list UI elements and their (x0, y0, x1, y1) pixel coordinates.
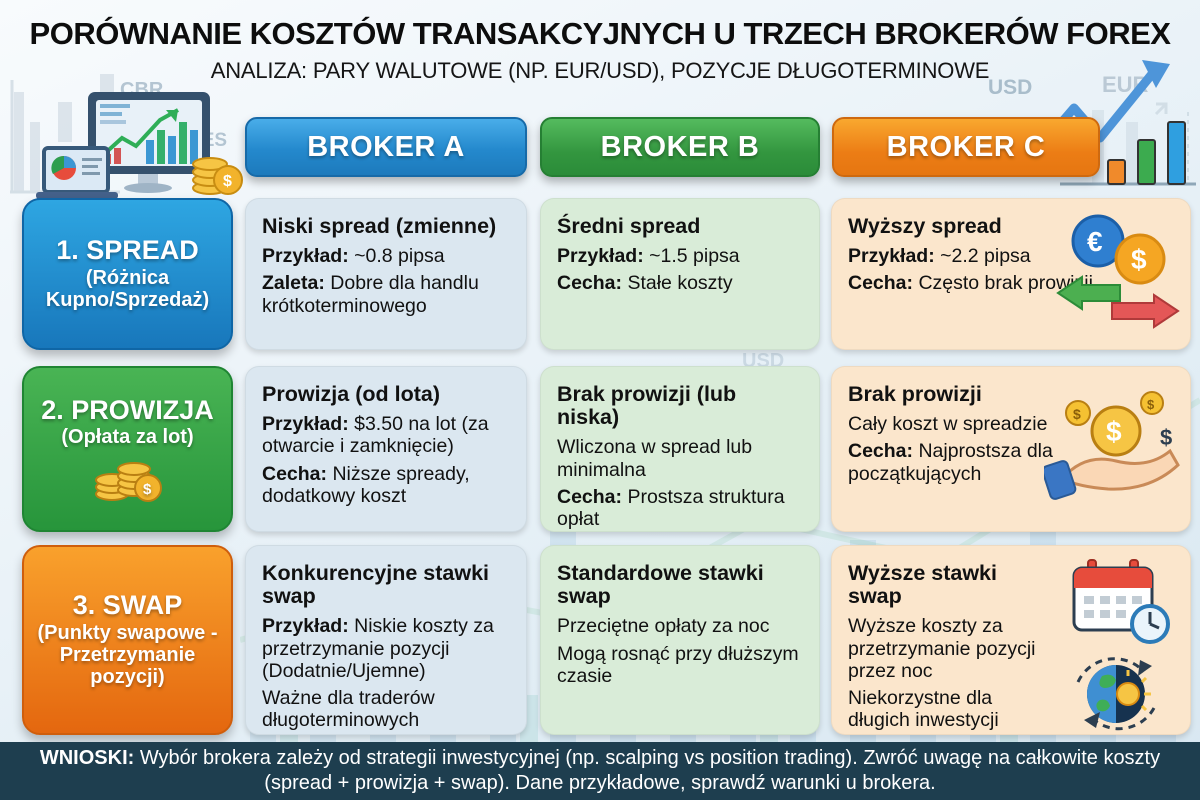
line-text: Stałe koszty (622, 272, 733, 295)
line-text: Mogą rosnąć przy dłuższym czasie (557, 642, 799, 687)
row-label-sub: (Punkty swapowe - Przetrzymanie pozycji) (37, 621, 218, 689)
cell-line: Przykład: ~0.8 pipsa (262, 245, 510, 267)
cell-line: Przykład: Niskie koszty za przetrzymanie… (262, 615, 510, 682)
row-label-title: 3. SWAP (72, 590, 183, 621)
cell-line: Cały koszt w spreadzie (848, 413, 1056, 435)
cell-spread-broker-c: Wyższy spread Przykład: ~2.2 pipsa Cecha… (831, 198, 1191, 350)
cell-title: Brak prowizji (lub niska) (557, 382, 737, 430)
cell-line: Zaleta: Dobre dla handlu krótkoterminowe… (262, 272, 510, 316)
line-text: Ważne dla traderów długoterminowych (262, 687, 435, 732)
cell-line: Wliczona w spread lub minimalna (557, 436, 803, 480)
line-lead: Przykład: (848, 245, 935, 268)
row-label-sub: (Opłata za lot) (61, 425, 194, 448)
conclusions-text: WNIOSKI: Wybór brokera zależy od strateg… (0, 746, 1200, 796)
dollar-glyph: $ (143, 481, 152, 498)
line-lead: Przykład: (557, 245, 644, 268)
bar-green (1137, 139, 1156, 185)
broker-c-header: BROKER C (832, 117, 1100, 177)
page-subtitle: ANALIZA: PARY WALUTOWE (NP. EUR/USD), PO… (210, 58, 990, 83)
blue-arrowhead (1142, 60, 1170, 88)
cell-line: Ważne dla traderów długoterminowych (262, 687, 510, 731)
line-text: Cały koszt w spreadzie (848, 413, 1048, 436)
line-lead: Cecha: (848, 440, 914, 463)
cell-title: Standardowe stawki swap (557, 561, 764, 609)
cell-line: Wyższe koszty za przetrzymanie pozycji p… (848, 615, 1056, 682)
cell-line: Przykład: ~2.2 pipsa (848, 245, 1174, 267)
line-lead: Zaleta: (262, 272, 325, 295)
line-text: Niższe spready, dodatkowy koszt (262, 462, 470, 507)
line-text: Dobre dla handlu krótkoterminowego (262, 272, 479, 317)
monitor-icon (88, 92, 210, 193)
cell-line: Niekorzystne dla długich inwestycji (848, 687, 1056, 731)
cell-swap-broker-a: Konkurencyjne stawki swap Przykład: Nisk… (245, 545, 527, 735)
cell-title: Wyższe stawki swap (848, 561, 997, 609)
row-label-swap: 3. SWAP (Punkty swapowe - Przetrzymanie … (22, 545, 233, 735)
cell-prowizja-broker-c: Brak prowizji Cały koszt w spreadzie Cec… (831, 366, 1191, 532)
line-text: Często brak prowizji (913, 272, 1093, 295)
cell-swap-broker-c: Wyższe stawki swap Wyższe koszty za prze… (831, 545, 1191, 735)
conclusions-lead: WNIOSKI: (39, 747, 135, 769)
cell-swap-broker-b: Standardowe stawki swap Przeciętne opłat… (540, 545, 820, 735)
cell-line: Cecha: Często brak prowizji (848, 272, 1174, 294)
line-text: Niskie koszty za przetrzymanie pozycji (… (262, 615, 494, 682)
cell-line: Cecha: Prostsza struktura opłat (557, 486, 803, 530)
cell-line: Mogą rosnąć przy dłuższym czasie (557, 643, 803, 687)
cell-prowizja-broker-a: Prowizja (od lota) Przykład: $3.50 na lo… (245, 366, 527, 532)
line-text: ~1.5 pipsa (643, 245, 740, 268)
coin-stack-icon: $ (192, 157, 243, 195)
arrow-right-red-icon (1111, 293, 1180, 329)
cell-prowizja-broker-b: Brak prowizji (lub niska) Wliczona w spr… (540, 366, 820, 532)
cell-line: Cecha: Niższe spready, dodatkowy koszt (262, 463, 510, 507)
line-text: Przeciętne opłaty za noc (557, 615, 770, 638)
bar-orange (1107, 159, 1126, 185)
row-label-sub: (Różnica Kupno/Sprzedaż) (45, 266, 210, 312)
line-lead: Cecha: (262, 462, 328, 485)
cell-line: Przykład: $3.50 na lot (za otwarcie i za… (262, 413, 510, 457)
line-text: Niekorzystne dla długich inwestycji (848, 687, 999, 732)
bar-blue (1167, 121, 1186, 185)
usd-watermark-top: USD (988, 76, 1033, 99)
cell-title: Brak prowizji (848, 382, 982, 406)
cell-title: Konkurencyjne stawki swap (262, 561, 490, 609)
broker-c-label: BROKER C (886, 130, 1046, 163)
row-label-title: 2. PROWIZJA (41, 394, 214, 425)
conclusions-bar: WNIOSKI: Wybór brokera zależy od strateg… (0, 742, 1200, 800)
row-label-prowizja: 2. PROWIZJA (Opłata za lot) $ (22, 366, 233, 532)
line-text: Najprostsza dla początkujących (848, 440, 1053, 485)
line-lead: Cecha: (557, 272, 623, 295)
line-lead: Przykład: (262, 615, 349, 638)
line-text: ~2.2 pipsa (934, 245, 1031, 268)
line-lead: Przykład: (262, 413, 349, 436)
cell-title: Średni spread (557, 214, 701, 238)
cell-line: Przykład: ~1.5 pipsa (557, 245, 803, 267)
line-text: ~0.8 pipsa (348, 245, 445, 268)
cell-title: Niski spread (zmienne) (262, 214, 497, 238)
dollar-glyph: $ (223, 173, 232, 190)
broker-b-label: BROKER B (600, 130, 760, 163)
page-title: PORÓWNANIE KOSZTÓW TRANSAKCYJNYCH U TRZE… (29, 16, 1171, 51)
line-text: Prostsza struktura opłat (557, 485, 785, 531)
cell-line: Cecha: Stałe koszty (557, 272, 803, 294)
conclusions-body: Wybór brokera zależy od strategii inwest… (134, 747, 1161, 794)
row-label-spread: 1. SPREAD (Różnica Kupno/Sprzedaż) (22, 198, 233, 350)
cell-spread-broker-a: Niski spread (zmienne) Przykład: ~0.8 pi… (245, 198, 527, 350)
broker-a-header: BROKER A (245, 117, 527, 177)
broker-b-header: BROKER B (540, 117, 820, 177)
line-text: $3.50 na lot (za otwarcie i zamknięcie) (262, 413, 489, 458)
line-lead: Cecha: (557, 485, 623, 508)
trading-desk-illustration: CBR UPTRES (10, 74, 243, 199)
cell-spread-broker-b: Średni spread Przykład: ~1.5 pipsa Cecha… (540, 198, 820, 350)
line-text: Wyższe koszty za przetrzymanie pozycji p… (848, 615, 1036, 682)
cell-line: Przeciętne opłaty za noc (557, 615, 803, 637)
line-lead: Cecha: (848, 272, 914, 295)
cell-title: Prowizja (od lota) (262, 382, 440, 406)
line-lead: Przykład: (262, 245, 349, 268)
broker-a-label: BROKER A (307, 130, 465, 163)
row-label-title: 1. SPREAD (56, 235, 199, 266)
cell-title: Wyższy spread (848, 214, 1002, 238)
cell-line: Cecha: Najprostsza dla początkujących (848, 440, 1056, 484)
coin-stacks-icon: $ (94, 462, 162, 503)
line-text: Wliczona w spread lub minimalna (557, 436, 753, 481)
laptop-pie-chart-icon (36, 146, 118, 199)
